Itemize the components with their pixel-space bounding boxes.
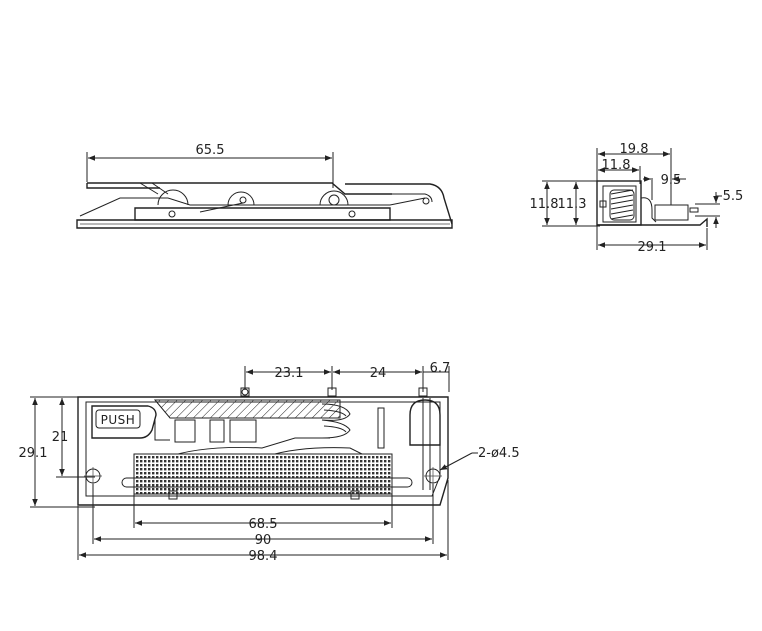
push-button-graphic: PUSH [91, 405, 157, 439]
spring-coil [609, 189, 635, 221]
dim-plan-21: 21 [52, 430, 69, 445]
plan-view: 23.1 24 6.7 29.1 21 PUSH [19, 361, 520, 564]
side-view: 65.5 [76, 143, 453, 229]
dim-end-11-3: 11.3 [558, 197, 587, 212]
dim-end-5-5: 5.5 [723, 189, 744, 204]
dim-plan-90: 90 [255, 533, 272, 548]
grip-pad [133, 453, 393, 495]
end-view: 19.8 11.8 9.5 5.5 11.8 11.3 [530, 142, 744, 255]
dim-plan-29-1: 29.1 [19, 446, 48, 461]
dim-plan-98-4: 98.4 [249, 549, 278, 564]
dim-end-11-8-top: 11.8 [602, 158, 631, 173]
spring-top-view [321, 403, 351, 439]
dim-end-9-5: 9.5 [661, 173, 682, 188]
mounting-hole-right [424, 467, 442, 485]
dim-plan-24: 24 [370, 366, 387, 381]
dim-plan-23-1: 23.1 [275, 366, 304, 381]
dim-plan-68-5: 68.5 [249, 517, 278, 532]
dim-end-29-1: 29.1 [638, 240, 667, 255]
dim-side-65-5: 65.5 [196, 143, 225, 158]
hole-callout: 2-ø4.5 [478, 446, 520, 461]
dim-end-11-8-left: 11.8 [530, 197, 559, 212]
push-label: PUSH [101, 413, 136, 427]
mounting-hole-left [84, 467, 102, 485]
dim-plan-6-7: 6.7 [430, 361, 451, 376]
dim-end-19-8: 19.8 [620, 142, 649, 157]
